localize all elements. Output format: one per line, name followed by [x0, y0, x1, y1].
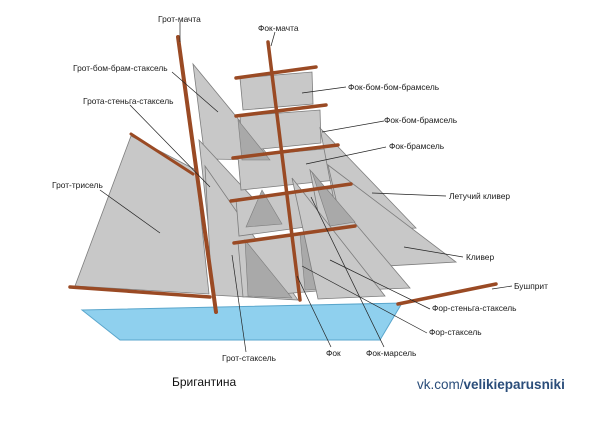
label-grot-machta: Грот-мачта	[158, 14, 201, 24]
grot-trisel-sail	[74, 135, 210, 295]
for-staksel-sail	[291, 177, 386, 300]
bowsprit	[396, 282, 498, 306]
diagram-caption: Бригантина	[172, 375, 237, 389]
label-fok-bom-bramsel: Фок-бом-брамсель	[384, 115, 458, 125]
yard-2	[234, 103, 328, 118]
staysail-shadow-mid	[245, 189, 283, 228]
label-fok-bramsel: Фок-брамсель	[389, 141, 445, 151]
fok-bom-bom-bramsel-sail	[239, 71, 314, 111]
staysail-shadow-low	[244, 239, 293, 299]
label-grot-staksel: Грот-стаксель	[222, 353, 277, 363]
grot-boom	[68, 285, 212, 299]
label-bushprit: Бушприт	[514, 281, 548, 291]
leader-lines	[99, 22, 513, 353]
yard-1	[234, 65, 318, 80]
label-for-stenga-staksel: Фор-стеньга-стаксель	[432, 303, 517, 313]
label-grot-trisel: Грот-трисель	[52, 180, 103, 190]
label-fok: Фок	[326, 348, 341, 358]
label-letuchiy-kliver: Летучий кливер	[449, 191, 510, 201]
head-sail-shadow	[311, 171, 356, 227]
credit-handle: velikieparusniki	[463, 377, 565, 392]
label-for-staksel: Фор-стаксель	[429, 327, 482, 337]
yard-5	[232, 224, 357, 245]
yard-3	[231, 143, 340, 160]
credit-prefix: vk.com/	[417, 377, 464, 392]
fok-mast	[266, 40, 302, 302]
hull	[80, 302, 403, 341]
credit-link[interactable]: vk.com/velikieparusniki	[417, 377, 565, 392]
yard-4	[229, 182, 353, 203]
label-grota-stenga-staksel: Грота-стеньга-стаксель	[83, 96, 174, 106]
label-kliver: Кливер	[466, 252, 494, 262]
staysail-shadow-upper	[237, 119, 271, 161]
grot-gaff	[129, 132, 195, 176]
label-fok-bom-bom-bramsel: Фок-бом-бом-брамсель	[348, 82, 440, 92]
label-fok-machta: Фок-мачта	[258, 23, 299, 33]
label-grot-bom-bram-staksel: Грот-бом-брам-стаксель	[73, 63, 168, 73]
label-fok-marsel: Фок-марсель	[366, 348, 417, 358]
